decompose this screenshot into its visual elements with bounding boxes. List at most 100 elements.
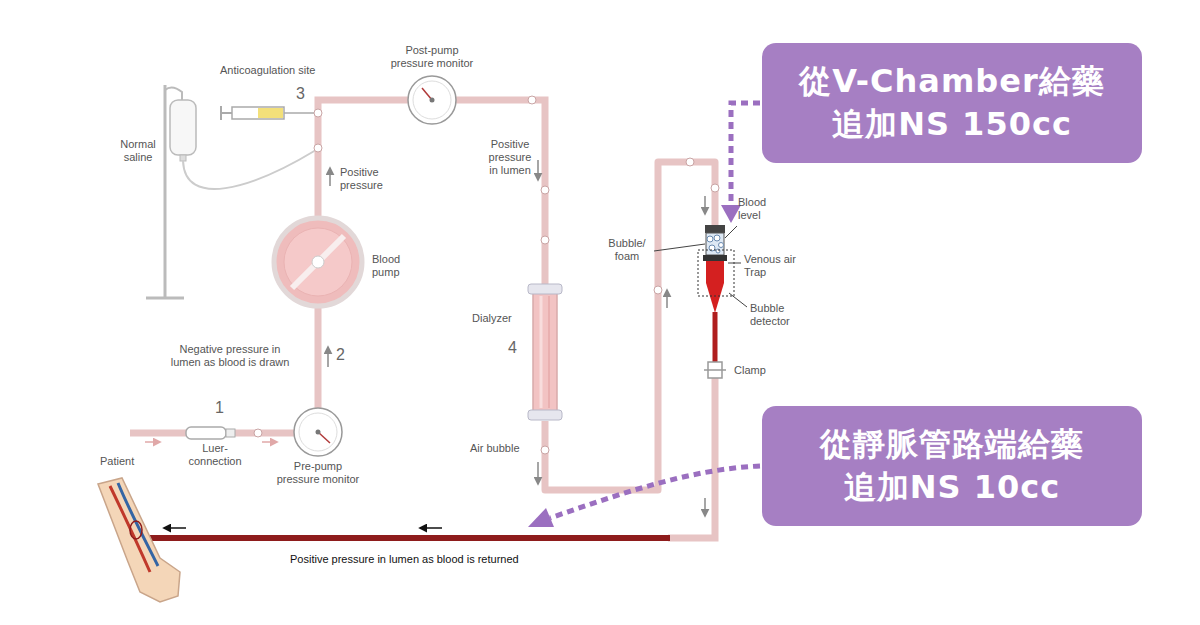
- pressure-gauge: [294, 408, 342, 456]
- gauge-pivot: [430, 98, 435, 103]
- venous-tubing: [545, 162, 715, 490]
- clamp-jaw: [704, 369, 726, 371]
- callout-pointer: [550, 466, 760, 518]
- flow-arrow: [327, 347, 329, 367]
- dialyzer-cap: [528, 410, 562, 420]
- saline-tube: [183, 150, 316, 189]
- fistula: [130, 521, 142, 539]
- leader-line: [728, 263, 741, 264]
- flow-arrow: [537, 462, 539, 484]
- gauge-label: Post-pump pressure monitor: [385, 44, 479, 70]
- callout-number: 3: [296, 84, 316, 103]
- foam-label: Bubble/ foam: [603, 237, 651, 263]
- flow-arrow: [420, 527, 442, 529]
- artery: [110, 486, 150, 572]
- caption-text: Positive pressure in lumen as blood is r…: [290, 553, 610, 566]
- trap-band: [703, 255, 727, 261]
- callout-box: 從靜脈管路端給藥 追加NS 10cc: [762, 406, 1142, 526]
- leader-line: [654, 244, 705, 251]
- dialyzer-body: [533, 293, 557, 411]
- tube-joint: [254, 429, 262, 437]
- callout-arrowhead: [528, 508, 554, 527]
- gauge-pivot: [316, 430, 321, 435]
- patient-label: Patient: [100, 455, 160, 468]
- tube-joint: [654, 286, 662, 294]
- venous-red-line: [713, 312, 718, 362]
- arterial-tubing: [130, 100, 545, 433]
- bubble: [707, 236, 713, 242]
- blood-pump: [274, 218, 362, 306]
- trap-foam: [706, 233, 724, 255]
- return-tubing: [668, 378, 715, 538]
- tube-joint: [314, 109, 322, 117]
- pressure-label: Negative pressure in lumen as blood is d…: [164, 343, 296, 369]
- tube-joint: [541, 186, 549, 194]
- leader-line: [725, 226, 737, 238]
- air-bubble: [541, 446, 549, 454]
- pressure-gauge: [408, 76, 456, 124]
- callout-number: 4: [508, 338, 524, 357]
- pressure-label: Positive pressure: [340, 166, 400, 192]
- luer-connector: [186, 427, 226, 439]
- bag-port: [180, 155, 186, 161]
- gauge-label: Pre-pump pressure monitor: [271, 460, 365, 486]
- tube-joint: [541, 236, 549, 244]
- callout-pointer: [731, 103, 760, 206]
- trap-cone: [706, 283, 724, 313]
- syringe-liquid: [258, 108, 283, 118]
- clamp-label: Clamp: [734, 364, 784, 377]
- pump-axle: [312, 256, 324, 268]
- pump-rotor: [284, 228, 352, 296]
- dialyzer-fibre: [548, 296, 550, 408]
- pressure-label: Positive pressure in lumen: [484, 138, 536, 178]
- dialyzer-cap: [528, 284, 562, 294]
- iv-hook: [165, 87, 182, 100]
- callout-number: 1: [215, 398, 235, 417]
- syringe-needle: [284, 112, 316, 114]
- iv-pole: [164, 85, 167, 298]
- connector-label: Luer-connection: [183, 442, 247, 468]
- bubble: [714, 235, 720, 241]
- iv-pole-base: [146, 297, 184, 300]
- level-label: Blood level: [738, 196, 778, 222]
- callout-text: 從V-Chamber給藥 追加NS 150cc: [776, 60, 1128, 146]
- saline-bag: [170, 100, 196, 155]
- site-label: Anticoagulation site: [220, 64, 350, 77]
- flow-arrow: [704, 196, 706, 214]
- flow-arrow: [329, 168, 331, 186]
- dialyzer-label: Dialyzer: [472, 312, 524, 325]
- trap-blood: [706, 261, 724, 283]
- gauge-dial: [299, 413, 337, 451]
- vein: [118, 483, 158, 566]
- pump-roller: [292, 236, 344, 288]
- callout-text: 從靜脈管路端給藥 追加NS 10cc: [776, 423, 1128, 509]
- flow-arrow: [262, 441, 277, 443]
- flow-arrow: [537, 160, 539, 180]
- pump-label: Blood pump: [372, 253, 417, 279]
- callout-box: 從V-Chamber給藥 追加NS 150cc: [762, 43, 1142, 163]
- callout-number: 2: [336, 345, 356, 364]
- flow-arrow: [164, 527, 186, 529]
- tube-joint: [528, 96, 536, 104]
- tube-joint: [686, 158, 694, 166]
- dialyzer-fibre: [540, 296, 543, 408]
- trap-label: Venous air Trap: [744, 253, 796, 279]
- return-line: [148, 535, 670, 541]
- detector-label: Bubble detector: [750, 302, 806, 328]
- trap-cap: [705, 225, 725, 233]
- flow-arrow: [704, 498, 706, 516]
- leader-line: [729, 293, 747, 307]
- bubble-label: Air bubble: [470, 442, 536, 455]
- gauge-dial: [413, 81, 451, 119]
- tube-joint: [314, 144, 322, 152]
- tube-joint: [711, 184, 719, 192]
- flow-arrow: [145, 441, 160, 443]
- syringe-plunger: [220, 106, 222, 120]
- luer-connector: [226, 429, 235, 437]
- bubble-detector: [698, 250, 734, 296]
- bubble: [719, 243, 724, 248]
- patient-arm: [98, 478, 180, 602]
- bag-label: Normal saline: [113, 138, 163, 164]
- syringe-barrel: [232, 107, 284, 119]
- flow-arrow: [666, 290, 668, 308]
